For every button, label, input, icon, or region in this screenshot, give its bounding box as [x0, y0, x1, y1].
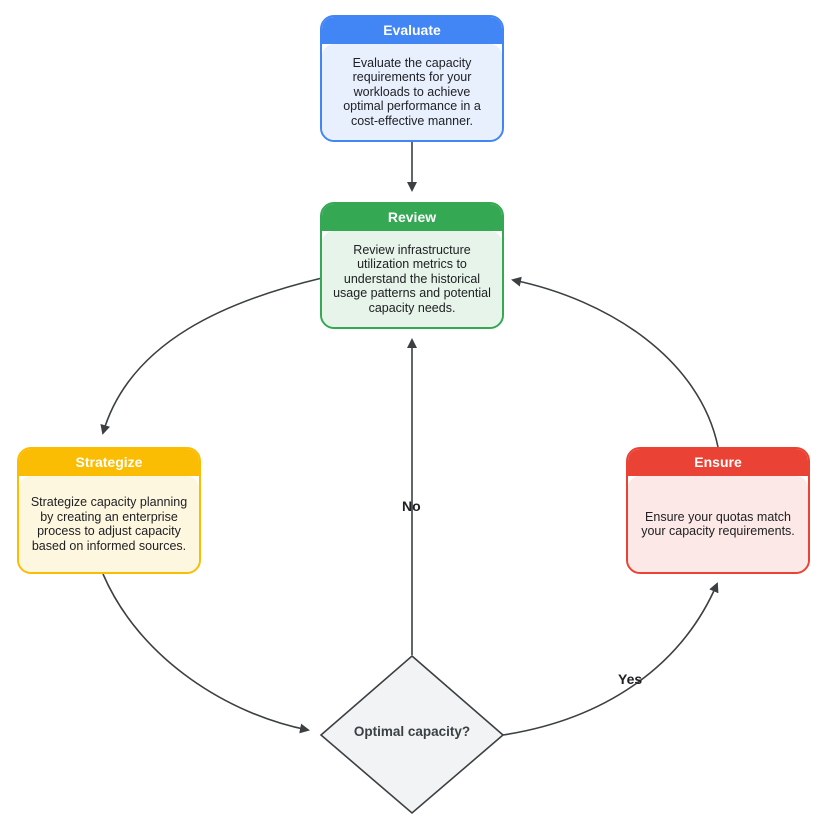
ensure-title: Ensure	[628, 449, 808, 476]
evaluate-title: Evaluate	[322, 17, 502, 44]
ensure-card: Ensure Ensure your quotas match your cap…	[626, 447, 810, 574]
review-title: Review	[322, 204, 502, 231]
no-edge-label: No	[402, 498, 421, 514]
arrow-decision-to-ensure	[502, 582, 719, 736]
evaluate-description: Evaluate the capacity requirements for y…	[322, 44, 502, 140]
arrow-strategize-to-decision	[102, 573, 310, 734]
review-card: Review Review infrastructure utilization…	[320, 202, 504, 329]
ensure-description: Ensure your quotas match your capacity r…	[628, 476, 808, 572]
review-description: Review infrastructure utilization metric…	[322, 231, 502, 327]
strategize-title: Strategize	[19, 449, 199, 476]
strategize-card: Strategize Strategize capacity planning …	[17, 447, 201, 574]
arrow-ensure-to-review	[511, 276, 719, 448]
evaluate-card: Evaluate Evaluate the capacity requireme…	[320, 15, 504, 142]
decision-diamond	[319, 654, 505, 815]
strategize-description: Strategize capacity planning by creating…	[19, 476, 199, 572]
decision-label: Optimal capacity?	[353, 724, 471, 739]
arrow-review-to-strategize	[100, 277, 323, 435]
yes-edge-label: Yes	[618, 671, 643, 687]
